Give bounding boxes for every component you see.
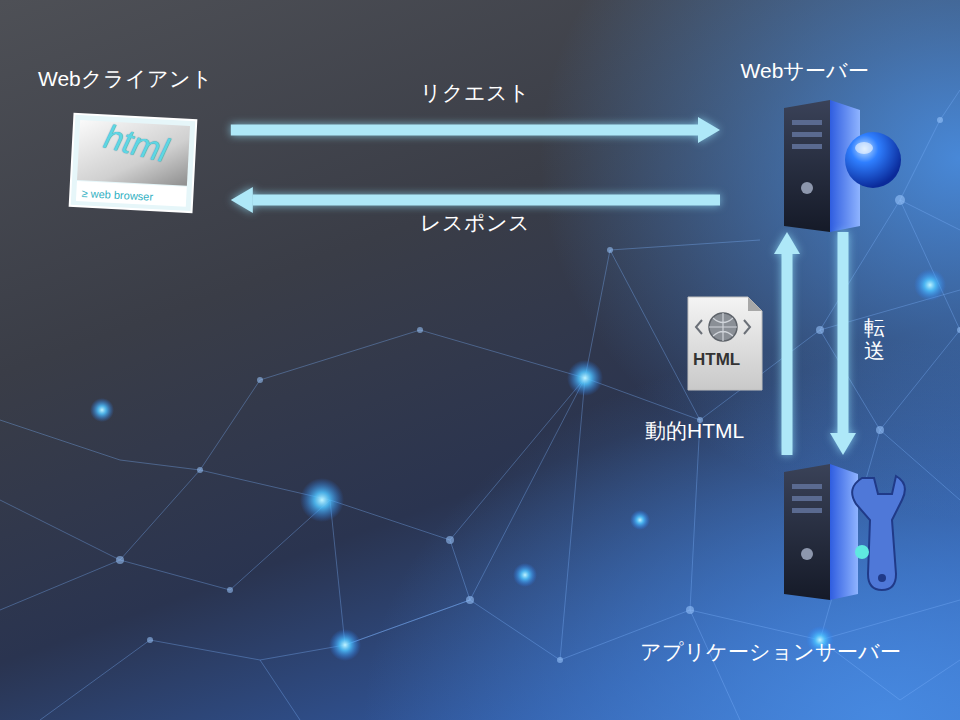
web-server-node: Webサーバー bbox=[720, 58, 890, 232]
glow-dots bbox=[90, 269, 946, 661]
web-browser-icon bbox=[70, 114, 197, 212]
arrow-shaft bbox=[253, 195, 720, 206]
arrow-head bbox=[698, 117, 720, 143]
app-server-node: アプリケーションサーバー bbox=[620, 455, 920, 670]
web-server-icon bbox=[784, 100, 901, 232]
flow-arrow bbox=[774, 232, 800, 455]
node-label: Webサーバー bbox=[741, 58, 870, 83]
node-label: アプリケーションサーバー bbox=[640, 639, 901, 664]
flow-arrow bbox=[830, 232, 856, 455]
arrow-shaft bbox=[782, 254, 793, 455]
arrow-head bbox=[830, 433, 856, 455]
html-document-icon bbox=[688, 297, 762, 390]
arrow-shaft bbox=[231, 125, 698, 136]
arrow-shaft bbox=[838, 232, 849, 433]
edge-label: レスポンス bbox=[420, 210, 530, 235]
node-label: Webクライアント bbox=[38, 66, 213, 91]
flow-arrow bbox=[231, 117, 720, 143]
arrow-head bbox=[774, 232, 800, 254]
application-server-icon bbox=[784, 464, 905, 600]
edge-label: 動的HTML bbox=[645, 418, 744, 443]
arrow-head bbox=[231, 187, 253, 213]
html-icon-text: HTML bbox=[693, 350, 740, 370]
edge-label: リクエスト bbox=[420, 80, 530, 105]
flow-arrow bbox=[231, 187, 720, 213]
edge-label: 転送 bbox=[864, 316, 885, 362]
network-lines bbox=[0, 90, 960, 720]
